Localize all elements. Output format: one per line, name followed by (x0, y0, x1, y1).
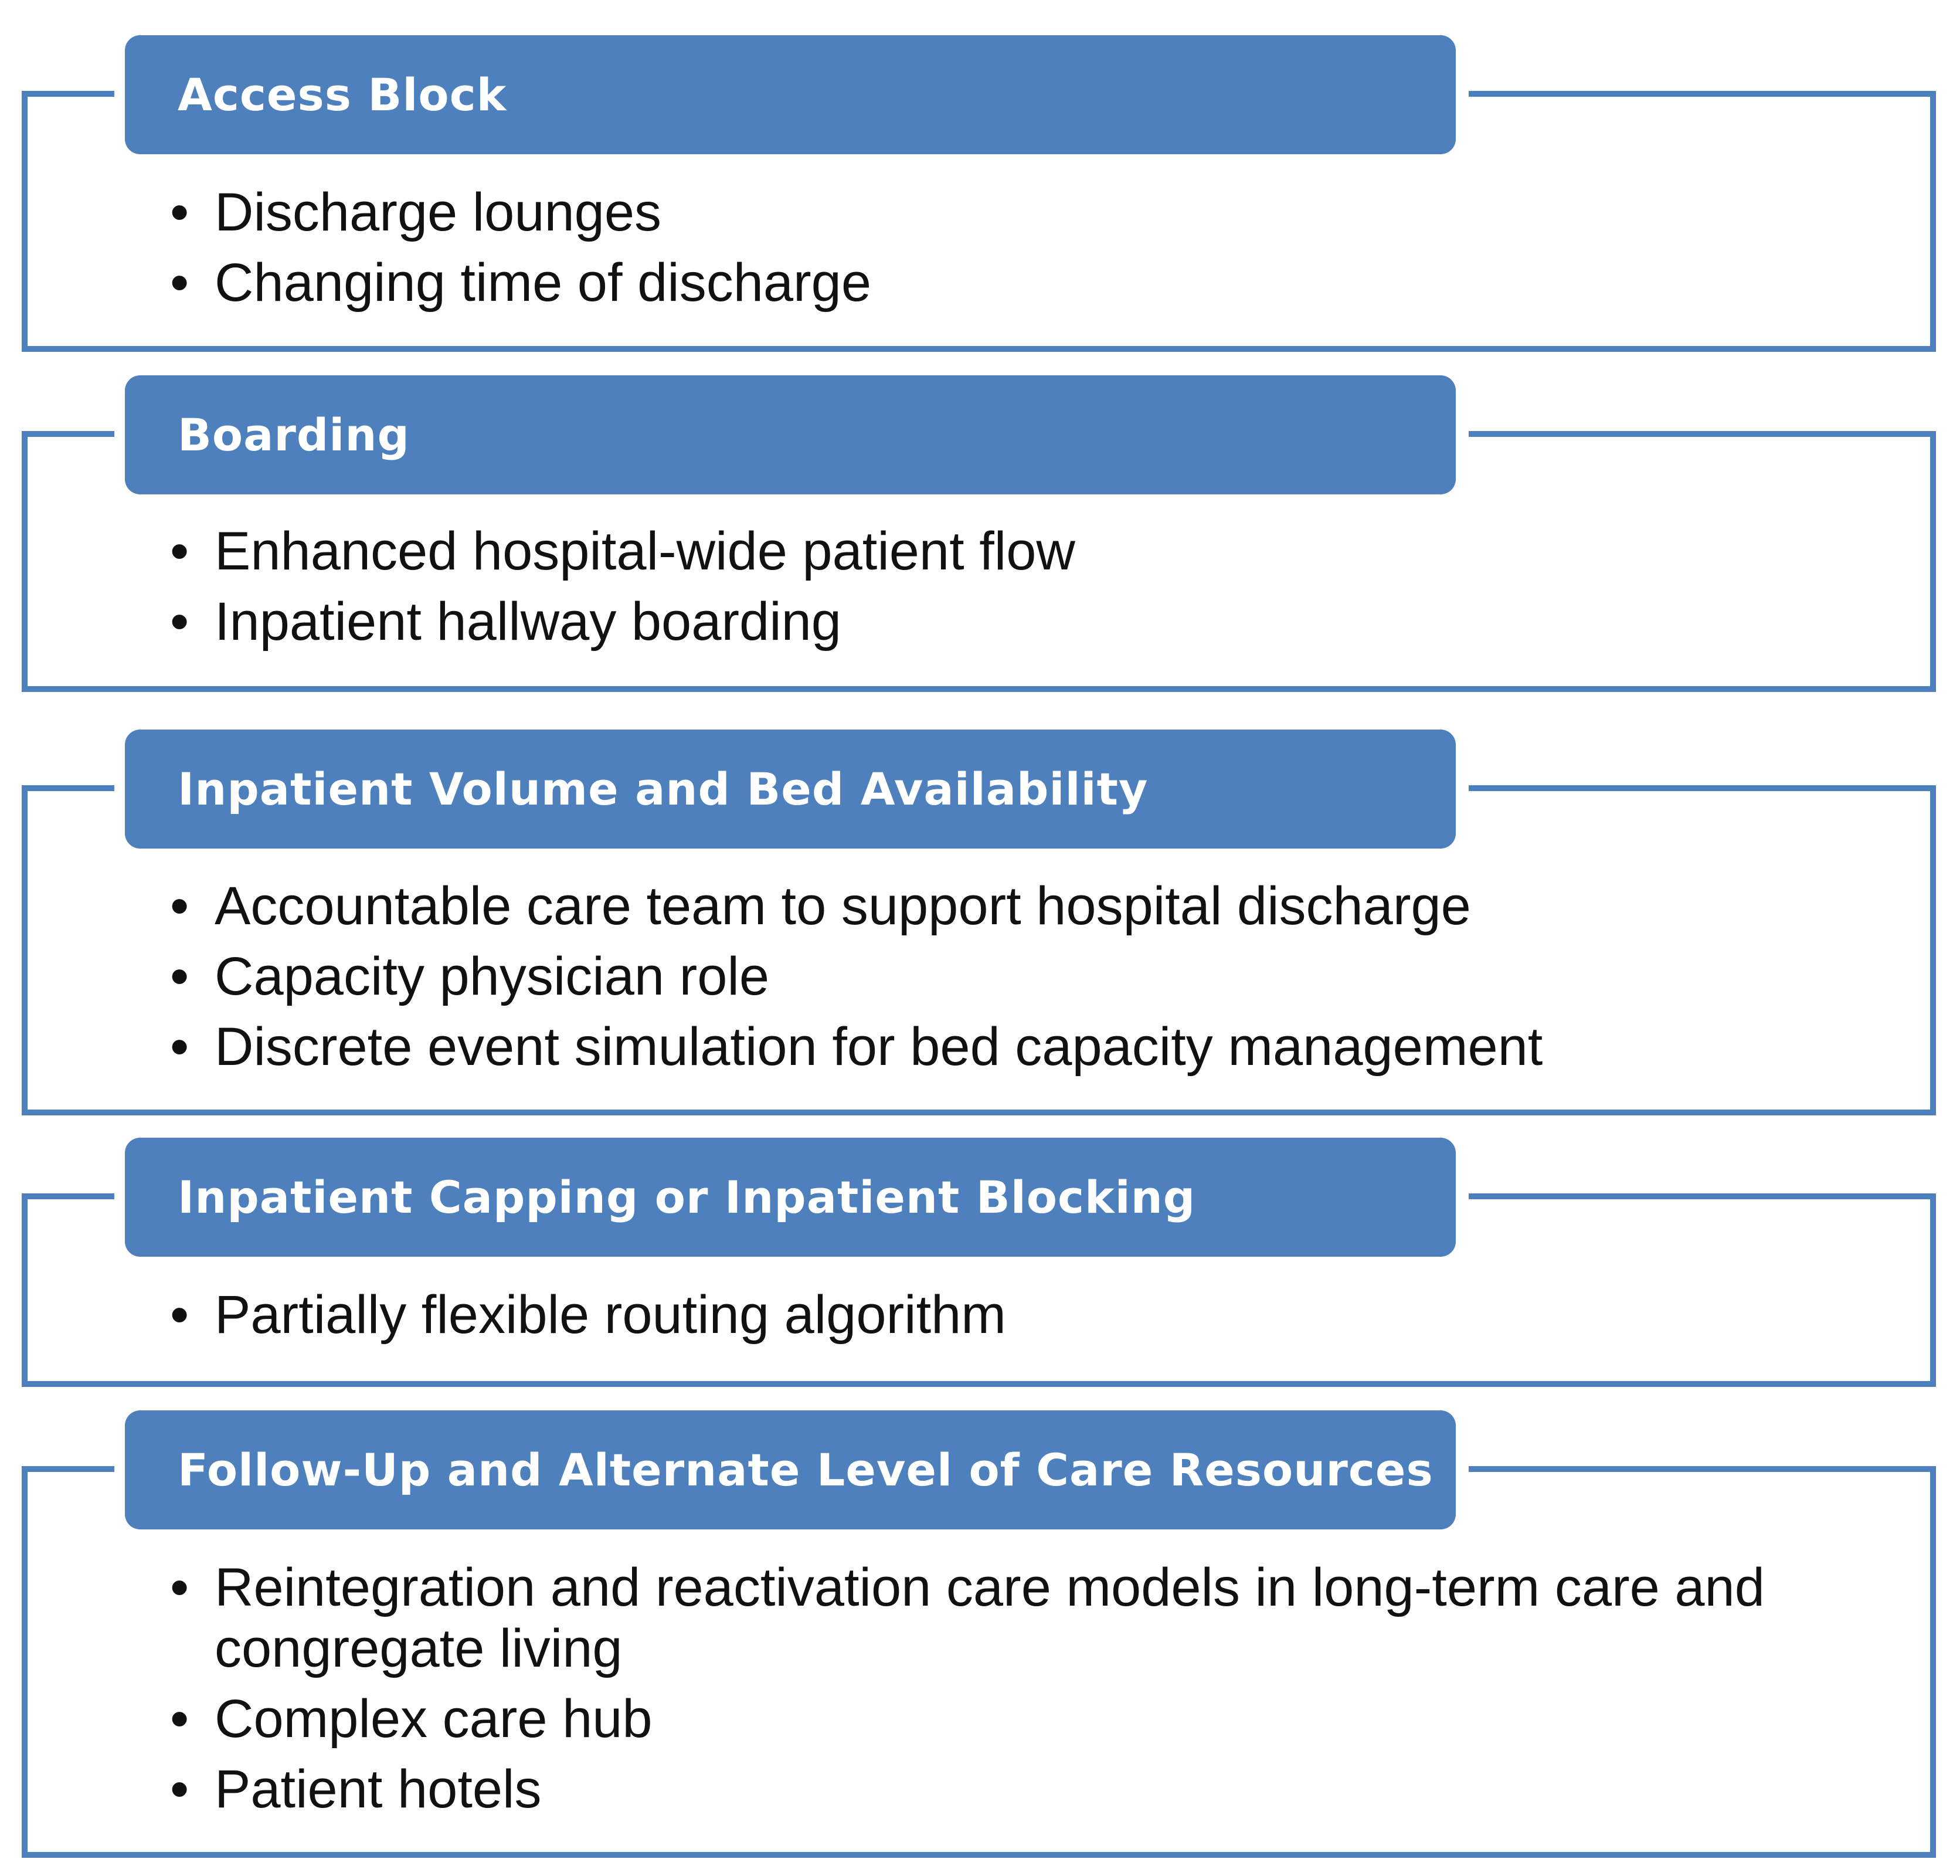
bullet-icon: • (170, 592, 189, 652)
bullet-icon: • (170, 1689, 189, 1749)
bullet-list: • Enhanced hospital-wide patient flow • … (170, 521, 1905, 661)
list-item-text: Reintegration and reactivation care mode… (215, 1558, 1765, 1678)
list-item-text: Inpatient hallway boarding (215, 592, 841, 652)
section-header: Boarding (125, 375, 1456, 494)
list-item: • Discrete event simulation for bed capa… (170, 1016, 1905, 1077)
section-header: Inpatient Capping or Inpatient Blocking (125, 1138, 1456, 1257)
section-title: Inpatient Capping or Inpatient Blocking (178, 1171, 1196, 1223)
section-title: Access Block (178, 69, 507, 121)
list-item-text: Patient hotels (215, 1759, 542, 1819)
bullet-icon: • (170, 182, 189, 242)
section-title: Follow-Up and Alternate Level of Care Re… (178, 1444, 1434, 1496)
list-item: • Patient hotels (170, 1759, 1905, 1820)
list-item-text: Discrete event simulation for bed capaci… (215, 1017, 1543, 1077)
list-item: • Discharge lounges (170, 182, 1905, 243)
list-item: • Changing time of discharge (170, 252, 1905, 313)
section-header: Inpatient Volume and Bed Availability (125, 730, 1456, 849)
bullet-icon: • (170, 253, 189, 313)
list-item-text: Changing time of discharge (215, 253, 871, 313)
bullet-icon: • (170, 1558, 189, 1617)
section-title: Inpatient Volume and Bed Availability (178, 763, 1149, 815)
list-item-text: Discharge lounges (215, 182, 662, 242)
list-item: • Partially flexible routing algorithm (170, 1284, 1905, 1345)
bullet-list: • Reintegration and reactivation care mo… (170, 1557, 1905, 1829)
bullet-list: • Discharge lounges • Changing time of d… (170, 182, 1905, 323)
bullet-icon: • (170, 947, 189, 1006)
bullet-icon: • (170, 521, 189, 581)
list-item-text: Accountable care team to support hospita… (215, 876, 1471, 936)
list-item-text: Capacity physician role (215, 947, 770, 1006)
list-item: • Enhanced hospital-wide patient flow (170, 521, 1905, 582)
bullet-icon: • (170, 1017, 189, 1077)
bullet-list: • Accountable care team to support hospi… (170, 876, 1905, 1087)
list-item: • Accountable care team to support hospi… (170, 876, 1905, 937)
bullet-list: • Partially flexible routing algorithm (170, 1284, 1905, 1355)
list-item-text: Enhanced hospital-wide patient flow (215, 521, 1075, 581)
list-item: • Complex care hub (170, 1688, 1905, 1749)
list-item: • Reintegration and reactivation care mo… (170, 1557, 1905, 1679)
section-header: Follow-Up and Alternate Level of Care Re… (125, 1410, 1456, 1529)
bullet-icon: • (170, 1285, 189, 1345)
list-item: • Capacity physician role (170, 946, 1905, 1007)
section-title: Boarding (178, 409, 410, 461)
section-header: Access Block (125, 35, 1456, 154)
list-item-text: Partially flexible routing algorithm (215, 1285, 1006, 1345)
bullet-icon: • (170, 876, 189, 936)
bullet-icon: • (170, 1759, 189, 1819)
list-item-text: Complex care hub (215, 1689, 653, 1749)
list-item: • Inpatient hallway boarding (170, 591, 1905, 652)
